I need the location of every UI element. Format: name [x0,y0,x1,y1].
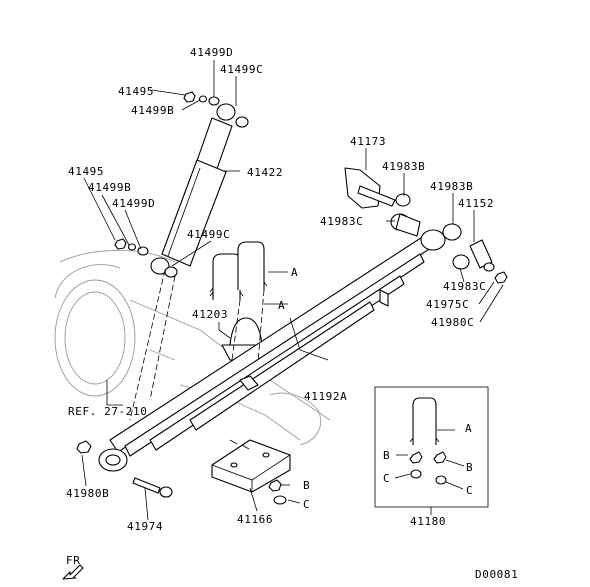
label-41983c-2: 41983C [443,280,486,293]
inset-box [374,386,489,508]
part-labels: 41499D 41499C 41495 41499B 41422 41495 4… [66,46,518,581]
label-41495-low: 41495 [68,165,104,178]
label-inset-b-left: B [383,449,390,462]
shackle [442,223,508,284]
label-41499d-low: 41499D [112,197,155,210]
label-41983c-1: 41983C [320,215,363,228]
label-41192a: 41192A [304,390,347,403]
label-inset-b-right: B [466,461,473,474]
label-41166: 41166 [237,513,273,526]
spring-seat [211,439,291,505]
label-inset-c-right: C [466,484,473,497]
front-arrow-icon [62,564,84,580]
label-41499c-low: 41499C [187,228,230,241]
label-c-main: C [303,498,310,511]
label-a-ubolt2: A [278,299,285,312]
label-ref-27-210: REF. 27-210 [68,405,147,418]
label-41983b-2: 41983B [430,180,473,193]
label-41203: 41203 [192,308,228,321]
label-inset-a: A [465,422,472,435]
front-arrow: FR [62,554,84,580]
label-41152: 41152 [458,197,494,210]
label-41499b-low: 41499B [88,181,131,194]
label-41975c: 41975C [426,298,469,311]
label-41499d-top: 41499D [190,46,233,59]
label-inset-c-left: C [383,472,390,485]
front-hanger [344,167,421,237]
leader-lines [81,60,504,521]
label-a-ubolt: A [291,266,298,279]
eye-bolt [76,440,173,498]
label-41974: 41974 [127,520,163,533]
front-arrow-label: FR [66,554,80,567]
u-bolts [209,241,268,300]
label-41180: 41180 [410,515,446,528]
label-41980c: 41980C [431,316,474,329]
label-41499c-top: 41499C [220,63,263,76]
label-41983b-1: 41983B [382,160,425,173]
shock-absorber [114,91,249,278]
dashed-guides [129,269,265,421]
diagram-code: D00081 [475,568,518,581]
label-b-main: B [303,479,310,492]
label-41422: 41422 [247,166,283,179]
label-41495-top: 41495 [118,85,154,98]
leaf-spring [98,229,446,472]
label-41980b: 41980B [66,487,109,500]
label-41173: 41173 [350,135,386,148]
label-41499b-top: 41499B [131,104,174,117]
